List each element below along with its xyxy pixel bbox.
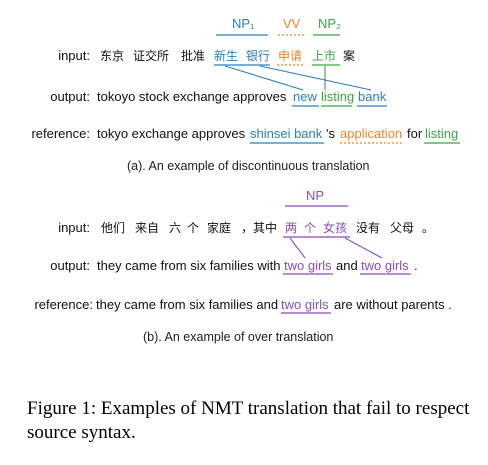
input-token: 。 <box>422 221 435 235</box>
reference-text: tokyo exchange approves <box>97 126 246 141</box>
align-xinsheng-new <box>224 65 304 91</box>
input-token: 证交所 <box>133 49 170 63</box>
reference-application: application <box>340 126 403 141</box>
input-token: 没有 <box>356 221 381 235</box>
align-np-two-girls-2 <box>344 237 383 259</box>
reference-shinsei-bank: shinsei bank <box>250 126 323 141</box>
output-label-a: output: <box>50 89 90 104</box>
reference-label-a: reference: <box>31 126 90 141</box>
reference-two-girls: two girls <box>281 297 329 312</box>
np-tag: NP <box>306 188 325 203</box>
output-two-girls: two girls <box>284 258 332 273</box>
align-np-two-girls-1 <box>289 237 306 259</box>
reference-possessive: 's <box>326 126 335 141</box>
output-bank: bank <box>358 89 387 104</box>
np2-tag: NP₂ <box>318 16 342 31</box>
input-token: 六 <box>169 221 182 235</box>
reference-text: they came from six families and <box>96 297 279 312</box>
reference-for: for <box>407 126 423 141</box>
output-listing: listing <box>321 89 355 104</box>
input-token: 批准 <box>181 49 206 63</box>
input-token: 他们 <box>101 221 126 235</box>
align-yinhang-bank <box>259 65 372 91</box>
reference-label-b: reference: <box>34 297 93 312</box>
output-and: and <box>336 258 358 273</box>
output-period: . <box>414 258 418 273</box>
output-text: they came from six families with <box>97 258 281 273</box>
input-token-np1: 银行 <box>246 49 271 63</box>
input-token-vv: 申请 <box>278 49 303 63</box>
input-label-b: input: <box>58 220 90 235</box>
input-token: ，其中 <box>241 221 278 235</box>
input-label-a: input: <box>58 48 90 63</box>
output-two-girls: two girls <box>361 258 409 273</box>
input-token-np2: 上市 <box>312 49 337 63</box>
input-token: 父母 <box>390 221 415 235</box>
figure-caption: Figure 1: Examples of NMT translation th… <box>27 398 470 443</box>
input-token: 家庭 <box>207 221 232 235</box>
input-token: 案 <box>343 49 356 63</box>
input-token-np1: 新生 <box>214 49 239 63</box>
caption-a: (a). An example of discontinuous transla… <box>127 159 370 173</box>
input-token: 来自 <box>135 221 160 235</box>
output-text: tokoyo stock exchange approves <box>97 89 287 104</box>
input-token: 东京 <box>100 49 125 63</box>
input-token-np: 两 <box>285 221 298 235</box>
output-label-b: output: <box>50 258 90 273</box>
input-token: 个 <box>187 221 200 235</box>
caption-b: (b). An example of over translation <box>143 330 334 344</box>
input-token-np: 女孩 <box>323 221 348 235</box>
output-new: new <box>293 89 317 104</box>
vv-tag: VV <box>283 16 301 31</box>
np1-tag: NP₁ <box>232 16 255 31</box>
input-token-np: 个 <box>304 221 317 235</box>
reference-listing: listing <box>425 126 459 141</box>
reference-rest: are without parents . <box>334 297 452 312</box>
